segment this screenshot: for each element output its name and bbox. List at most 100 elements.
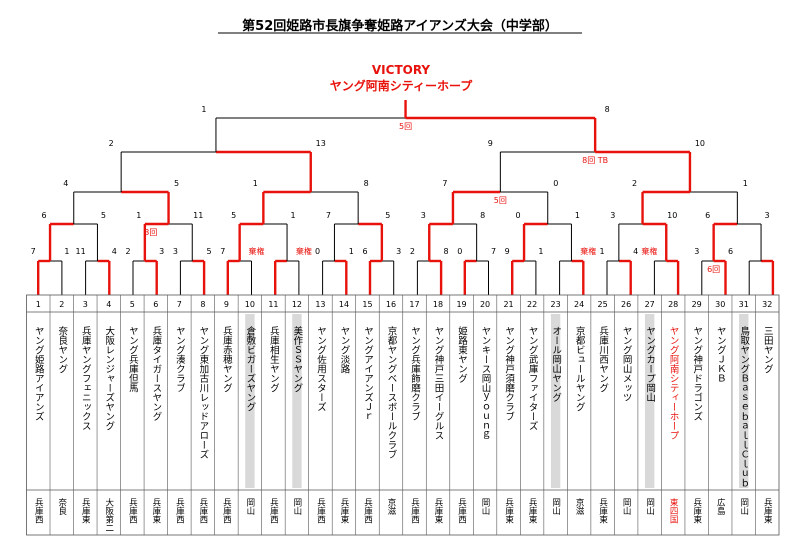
shade-cell bbox=[292, 314, 302, 488]
r1-score: 3 bbox=[173, 247, 178, 256]
r1-score: 6 bbox=[362, 247, 367, 256]
team-name: 鳥取ヤングＢａｓｅｂａｌｌＣｌｕｂ bbox=[738, 325, 750, 487]
r4-score: 2 bbox=[109, 139, 114, 148]
team-name: ヤング武庫ファイターズ bbox=[527, 326, 539, 431]
team-number: 32 bbox=[762, 300, 772, 309]
r1-score: 7 bbox=[220, 247, 225, 256]
r1-score: 4 bbox=[633, 247, 638, 256]
team-region: 兵庫西 bbox=[315, 497, 325, 524]
r2-score: 5 bbox=[385, 211, 390, 220]
team-number: 7 bbox=[177, 300, 182, 309]
r3-score: 1 bbox=[743, 179, 748, 188]
team-region: 兵庫西 bbox=[362, 497, 372, 524]
team-name: 兵庫ヤングフェニックス bbox=[80, 325, 92, 430]
r1-score: 0 bbox=[457, 247, 462, 256]
team-name: ヤンキース岡山ｙｏｕｎｇ bbox=[480, 326, 492, 440]
team-name: ヤングＪＫＢ bbox=[715, 326, 727, 383]
team-region: 京滋 bbox=[574, 497, 584, 516]
team-number: 13 bbox=[315, 300, 325, 309]
r1-score: 3 bbox=[694, 247, 699, 256]
team-number: 6 bbox=[153, 300, 158, 309]
r1-score: 棄権 bbox=[249, 246, 265, 256]
team-region: 大阪第二 bbox=[104, 497, 114, 532]
r1-score: 1 bbox=[349, 247, 354, 256]
r2-score: 5 bbox=[101, 211, 106, 220]
team-number: 9 bbox=[224, 300, 229, 309]
r4-score: 10 bbox=[695, 139, 705, 148]
team-region: 兵庫東 bbox=[762, 497, 772, 524]
team-number: 22 bbox=[527, 300, 537, 309]
team-number: 29 bbox=[692, 300, 702, 309]
page-title: 第52回姫路市長旗争奪姫路アイアンズ大会（中学部） bbox=[242, 18, 558, 34]
annotation-8th-tb: 8回 TB bbox=[582, 156, 608, 165]
team-number: 11 bbox=[268, 300, 278, 309]
team-name: 兵庫タイガースヤング bbox=[150, 325, 162, 421]
team-number: 2 bbox=[59, 300, 64, 309]
team-name: 奈良ヤング bbox=[56, 325, 68, 373]
team-number: 12 bbox=[292, 300, 302, 309]
team-number: 19 bbox=[456, 300, 466, 309]
shade-cell bbox=[550, 314, 561, 488]
r2-score: 11 bbox=[193, 211, 203, 220]
team-name: 倉敷ビガーズヤング bbox=[244, 325, 256, 411]
r1-score: 1 bbox=[538, 247, 543, 256]
team-region: 京滋 bbox=[386, 497, 396, 516]
team-name: ヤング佐用スターズ bbox=[315, 326, 327, 412]
team-number: 16 bbox=[386, 300, 396, 309]
shade-cell bbox=[245, 314, 255, 488]
r2-score: 10 bbox=[667, 211, 677, 220]
team-name: オール岡山ヤング bbox=[550, 326, 562, 402]
team-number: 15 bbox=[362, 300, 372, 309]
team-name: 兵庫赤穂ヤング bbox=[221, 325, 233, 392]
team-number: 21 bbox=[503, 300, 513, 309]
team-table: 1ヤング姫路アイアンズ兵庫西2奈良ヤング奈良3兵庫ヤングフェニックス兵庫東4大阪… bbox=[26, 294, 780, 536]
team-number: 8 bbox=[200, 300, 205, 309]
team-region: 岡山 bbox=[245, 498, 255, 516]
team-name: ヤングアイアンズＪｒ bbox=[362, 326, 374, 421]
team-number: 27 bbox=[645, 300, 655, 309]
team-number: 3 bbox=[83, 300, 88, 309]
team-name: ヤング淡路 bbox=[338, 326, 350, 374]
r3-score: 1 bbox=[253, 179, 258, 188]
team-name: 兵庫川西ヤング bbox=[597, 325, 609, 392]
team-name: ヤング兵庫飾磨クラブ bbox=[409, 326, 421, 421]
team-region: 兵庫西 bbox=[127, 497, 137, 524]
r1-score: 棄権 bbox=[296, 246, 312, 256]
team-name: 兵庫相生ヤング bbox=[268, 325, 280, 392]
team-region: 兵庫東 bbox=[151, 497, 161, 524]
team-region: 兵庫西 bbox=[221, 497, 231, 524]
team-number: 26 bbox=[621, 300, 631, 309]
team-region: 岡山 bbox=[551, 498, 561, 516]
r2-score: 1 bbox=[291, 211, 296, 220]
team-region: 兵庫東 bbox=[527, 497, 537, 524]
annotation-3rd: 3回 bbox=[144, 228, 157, 237]
team-region: 奈良 bbox=[57, 497, 67, 516]
r1-score: 棄権 bbox=[641, 246, 657, 256]
team-region: 岡山 bbox=[621, 498, 631, 516]
team-name: 京都ヤングベースボールクラブ bbox=[385, 325, 397, 459]
r1-score: 11 bbox=[76, 247, 86, 256]
team-name: ヤング岡山メッツ bbox=[621, 326, 633, 402]
annotation-final-5th: 5回 bbox=[399, 122, 412, 131]
team-region: 兵庫西 bbox=[33, 497, 43, 524]
team-region: 兵庫東 bbox=[692, 497, 702, 524]
r2-score: 3 bbox=[421, 211, 426, 220]
team-name: ヤングカープ岡山 bbox=[644, 326, 656, 402]
team-region: 兵庫東 bbox=[433, 497, 443, 524]
team-region: 岡山 bbox=[292, 498, 302, 516]
r3-score: 2 bbox=[632, 179, 637, 188]
r3-score: 4 bbox=[63, 179, 68, 188]
team-number: 25 bbox=[598, 300, 608, 309]
team-number: 5 bbox=[130, 300, 135, 309]
r1-score: 棄権 bbox=[580, 246, 596, 256]
r2-score: 3 bbox=[765, 211, 770, 220]
team-name: 姫路東ヤング bbox=[456, 325, 468, 383]
team-name: ヤング東加古川レッドアローズ bbox=[197, 326, 209, 459]
team-name: 大阪レンジャーズヤング bbox=[103, 325, 115, 430]
r2-score: 6 bbox=[705, 211, 710, 220]
r1-score: 1 bbox=[599, 247, 604, 256]
team-region: 東四国 bbox=[668, 497, 678, 524]
r1-score: 2 bbox=[125, 247, 130, 256]
r1-score: 7 bbox=[491, 247, 496, 256]
